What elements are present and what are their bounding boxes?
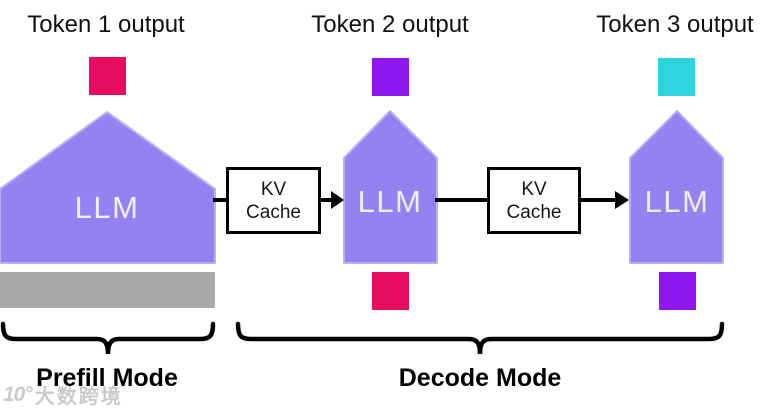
watermark-text: 大数跨境	[34, 386, 123, 408]
token3-output-label: Token 3 output	[596, 11, 754, 38]
watermark-logo-icon: 10°	[3, 382, 33, 406]
decode-mode-label: Decode Mode	[398, 364, 562, 392]
prefill-brace	[0, 321, 216, 355]
arrow-kv2-to-llm3-head	[615, 191, 629, 209]
arrow-kv1-to-llm2-head	[331, 191, 344, 209]
llm2-label: LLM	[357, 184, 423, 219]
llm3-label: LLM	[644, 184, 710, 219]
token1-output-label: Token 1 output	[27, 11, 185, 38]
prompt-tokens-bar	[0, 272, 215, 308]
kv-cache-2-line1: KV	[521, 178, 547, 200]
llm2-shape	[343, 110, 438, 264]
token3-output-square	[658, 58, 695, 96]
token2-output-square	[372, 58, 409, 96]
llm3-shape	[629, 110, 724, 264]
llm1-shape	[0, 111, 216, 264]
watermark: 10° 大数跨境	[3, 380, 123, 409]
kv-cache-box-1: KV Cache	[226, 167, 321, 234]
kv-cache-2-line2: Cache	[506, 201, 562, 223]
kv-cache-box-2: KV Cache	[487, 167, 581, 234]
token1-output-square	[89, 57, 126, 95]
kv-cache-1-line2: Cache	[246, 201, 301, 223]
token2-output-label: Token 2 output	[311, 11, 469, 38]
decode-brace	[235, 321, 725, 355]
prefill-mode-label: Prefill Mode	[36, 364, 178, 392]
llm1-label: LLM	[74, 190, 140, 225]
kv-cache-1-line1: KV	[260, 178, 287, 200]
llm3-input-square	[659, 272, 696, 310]
llm2-input-square	[372, 272, 409, 310]
